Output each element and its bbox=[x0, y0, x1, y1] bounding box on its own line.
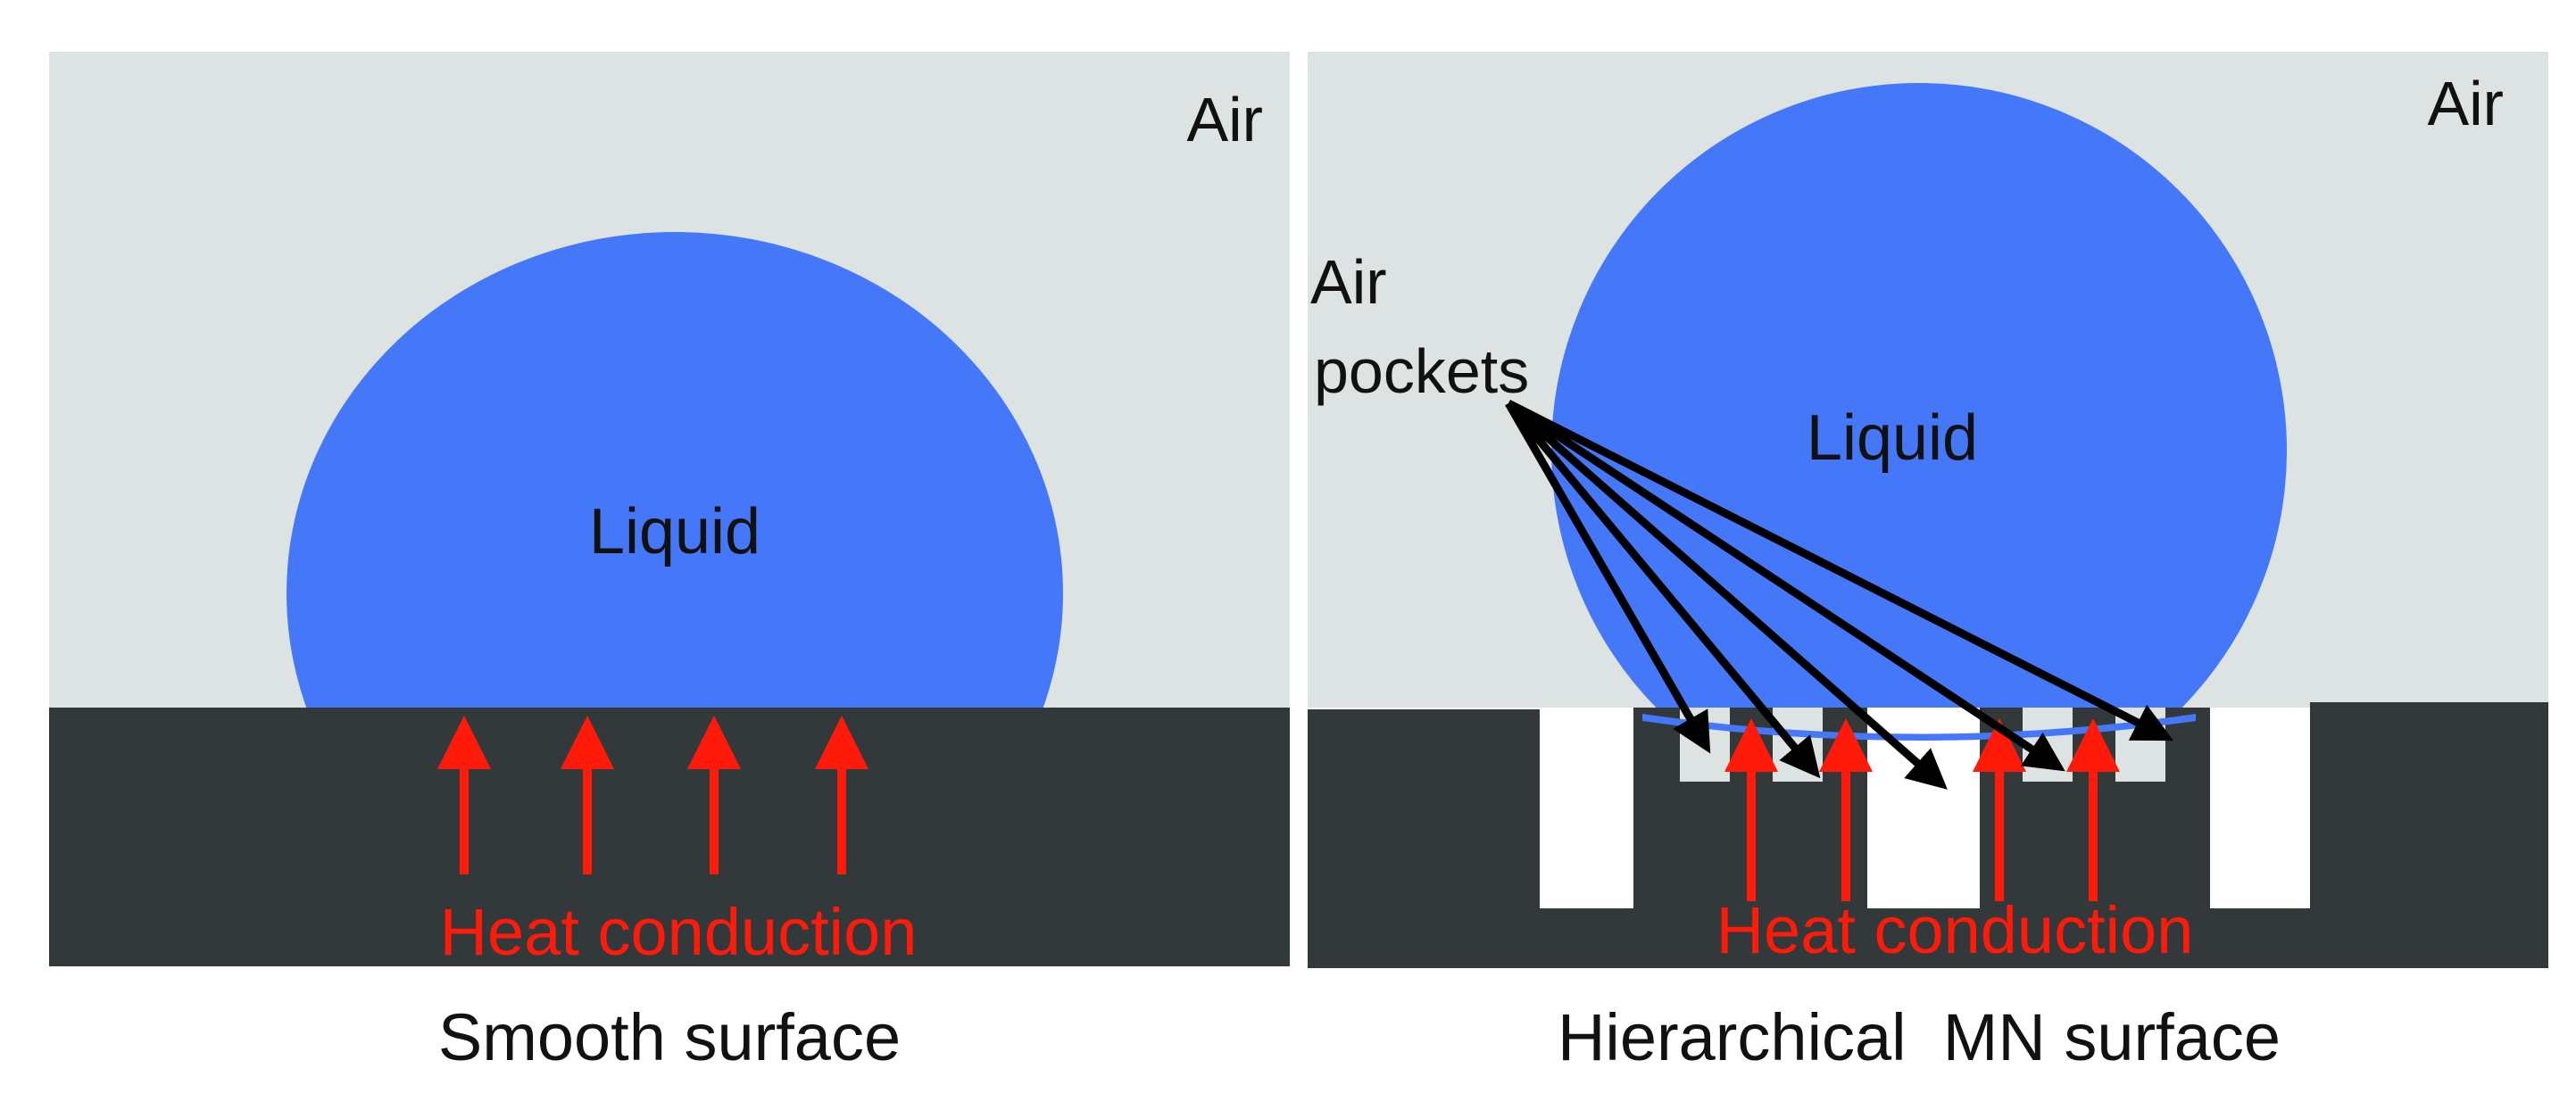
liquid-droplet bbox=[287, 232, 1063, 708]
hierarchical-surface-caption: Hierarchical MN surface bbox=[1557, 1000, 2281, 1074]
pointer-arrow bbox=[1505, 401, 1711, 754]
pointer-arrow bbox=[1506, 400, 1948, 790]
air-pockets-label-line2: pockets bbox=[1314, 336, 1529, 406]
air-label: Air bbox=[2427, 69, 2504, 138]
hierarchical-surface-panel: Air Liquid Air pockets Heat conduction bbox=[1308, 52, 2548, 968]
liquid-label: Liquid bbox=[1807, 402, 1978, 474]
smooth-substrate bbox=[49, 708, 1290, 966]
heat-conduction-label: Heat conduction bbox=[1716, 893, 2194, 967]
air-pockets-label-line1: Air bbox=[1310, 247, 1387, 317]
smooth-surface-panel: Air Liquid Heat conduction bbox=[49, 52, 1290, 969]
pointer-arrow bbox=[1506, 400, 2065, 772]
heat-arrows bbox=[1724, 718, 2120, 901]
air-pocket-pointers bbox=[1505, 399, 2174, 790]
micro-pillar bbox=[2310, 702, 2548, 968]
pointer-arrow bbox=[1506, 399, 2174, 741]
heat-arrows bbox=[437, 716, 868, 874]
air-pocket bbox=[1773, 708, 1823, 782]
smooth-surface-caption: Smooth surface bbox=[437, 1000, 902, 1074]
heat-conduction-label: Heat conduction bbox=[440, 895, 918, 969]
liquid-label: Liquid bbox=[589, 496, 760, 567]
air-label: Air bbox=[1186, 85, 1263, 154]
pointer-arrow bbox=[1505, 401, 1821, 779]
